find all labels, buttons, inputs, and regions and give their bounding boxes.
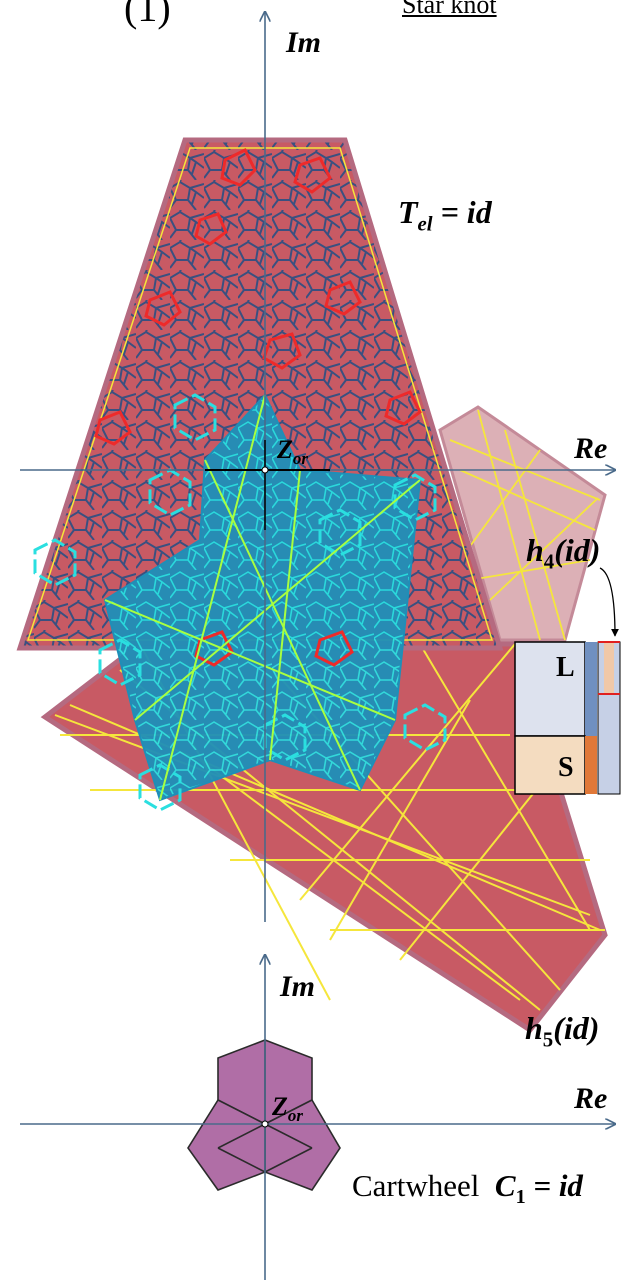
cartwheel xyxy=(188,1040,340,1190)
h5-label: h5(id) xyxy=(525,1012,599,1051)
lower-im-axis-label: Im xyxy=(280,972,315,1002)
panel-number: (1) xyxy=(124,0,171,28)
legend-S: S xyxy=(558,754,574,782)
cartwheel-label: Cartwheel C1 = id xyxy=(352,1170,583,1207)
upper-re-axis-label: Re xyxy=(574,434,607,464)
legend-L: L xyxy=(556,654,575,682)
upper-origin-label: Zor xyxy=(277,437,308,468)
t-el-label: Tel = id xyxy=(398,196,492,235)
h4-arrow xyxy=(600,568,615,636)
figure-title: Star knot xyxy=(402,0,497,18)
lower-origin-label: Zor xyxy=(272,1094,303,1125)
h4-label: h4(id) xyxy=(526,534,600,573)
lower-re-axis-label: Re xyxy=(574,1084,607,1114)
upper-im-axis-label: Im xyxy=(286,28,321,58)
